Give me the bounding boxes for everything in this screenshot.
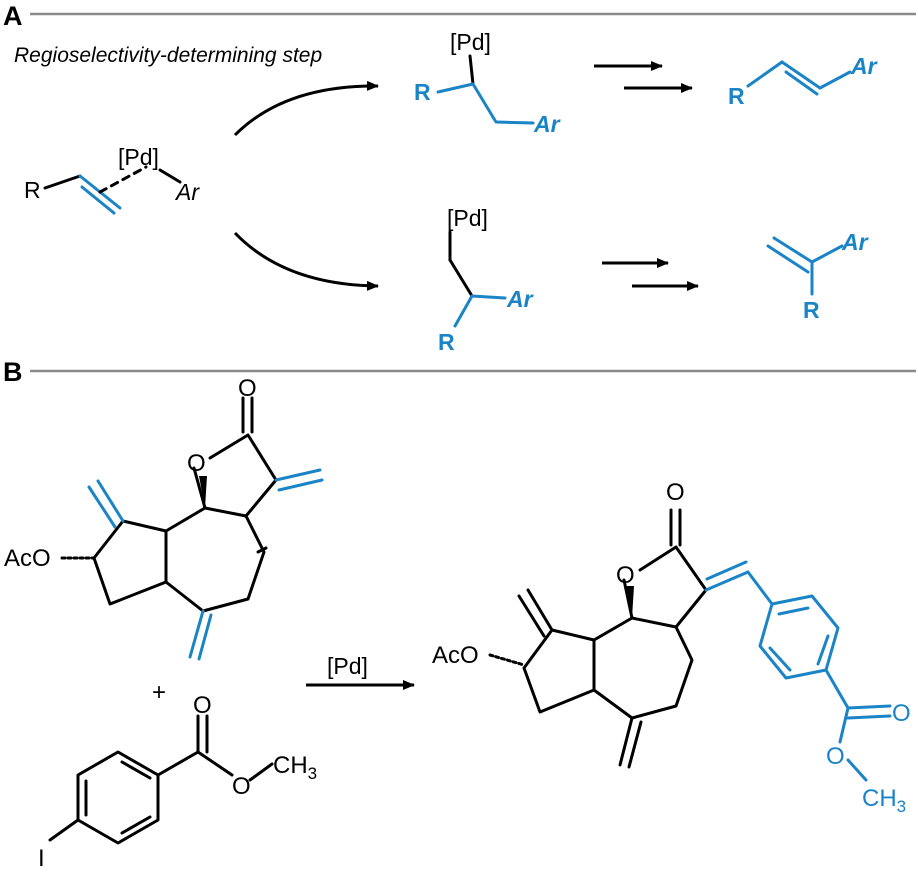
substrate-carbonyl-o: O: [238, 375, 257, 402]
substrate-ring-o: O: [187, 450, 206, 477]
upper-int-r-label: R: [414, 79, 431, 105]
product-ester-o: O: [826, 743, 845, 770]
lower-prod-r-label: R: [803, 297, 820, 323]
panel-a-caption: Regioselectivity-determining step: [14, 44, 322, 67]
lower-curved-arrow: [233, 231, 379, 291]
product-ring-o: O: [616, 562, 635, 589]
lower-intermediate: [Pd] Ar R: [438, 205, 534, 355]
aryl-iodo: I: [38, 845, 45, 872]
plus-sign: +: [152, 679, 166, 706]
lower-product-branched-alkene: Ar R: [766, 229, 869, 323]
product-carbonyl-o: O: [666, 479, 685, 506]
upper-prod-ar-label: Ar: [850, 53, 878, 79]
lower-int-r-label: R: [438, 329, 455, 355]
panel-a-label: A: [3, 1, 23, 31]
substrate-hash-1: [256, 546, 268, 554]
upper-prod-r-label: R: [728, 83, 745, 109]
product-methyl: CH3: [862, 785, 906, 816]
aryl-iodide-molecule: O O CH3 I: [38, 692, 317, 872]
reagent-label: [Pd]: [327, 653, 368, 679]
upper-curved-arrow: [233, 80, 379, 137]
aryl-carbonyl-o: O: [193, 692, 212, 719]
substrate-molecule: O O AcO: [4, 375, 324, 661]
aryl-methyl: CH3: [273, 752, 317, 783]
substrate-acetoxy: AcO: [4, 545, 51, 572]
upper-product-linear-alkene: R Ar: [728, 53, 878, 109]
lower-int-ar-label: Ar: [506, 286, 534, 312]
lower-prod-ar-label: Ar: [841, 229, 869, 255]
reactant-ar-label: Ar: [174, 179, 200, 205]
product-molecule: O O O O CH3 AcO: [432, 479, 911, 816]
reactant-r-label: R: [24, 177, 41, 203]
upper-intermediate: [Pd] R Ar: [414, 29, 561, 137]
product-acetoxy: AcO: [432, 642, 479, 669]
upper-int-ar-label: Ar: [533, 111, 561, 137]
panel-b-label: B: [3, 357, 23, 387]
reactant-pd-label: [Pd]: [118, 144, 159, 170]
reactant-pi-complex: R [Pd] Ar: [24, 144, 200, 215]
lower-int-pd-label: [Pd]: [447, 205, 488, 231]
aryl-ester-o: O: [232, 773, 251, 800]
upper-int-pd-label: [Pd]: [450, 29, 491, 55]
product-ester-carbonyl-o: O: [892, 700, 911, 727]
